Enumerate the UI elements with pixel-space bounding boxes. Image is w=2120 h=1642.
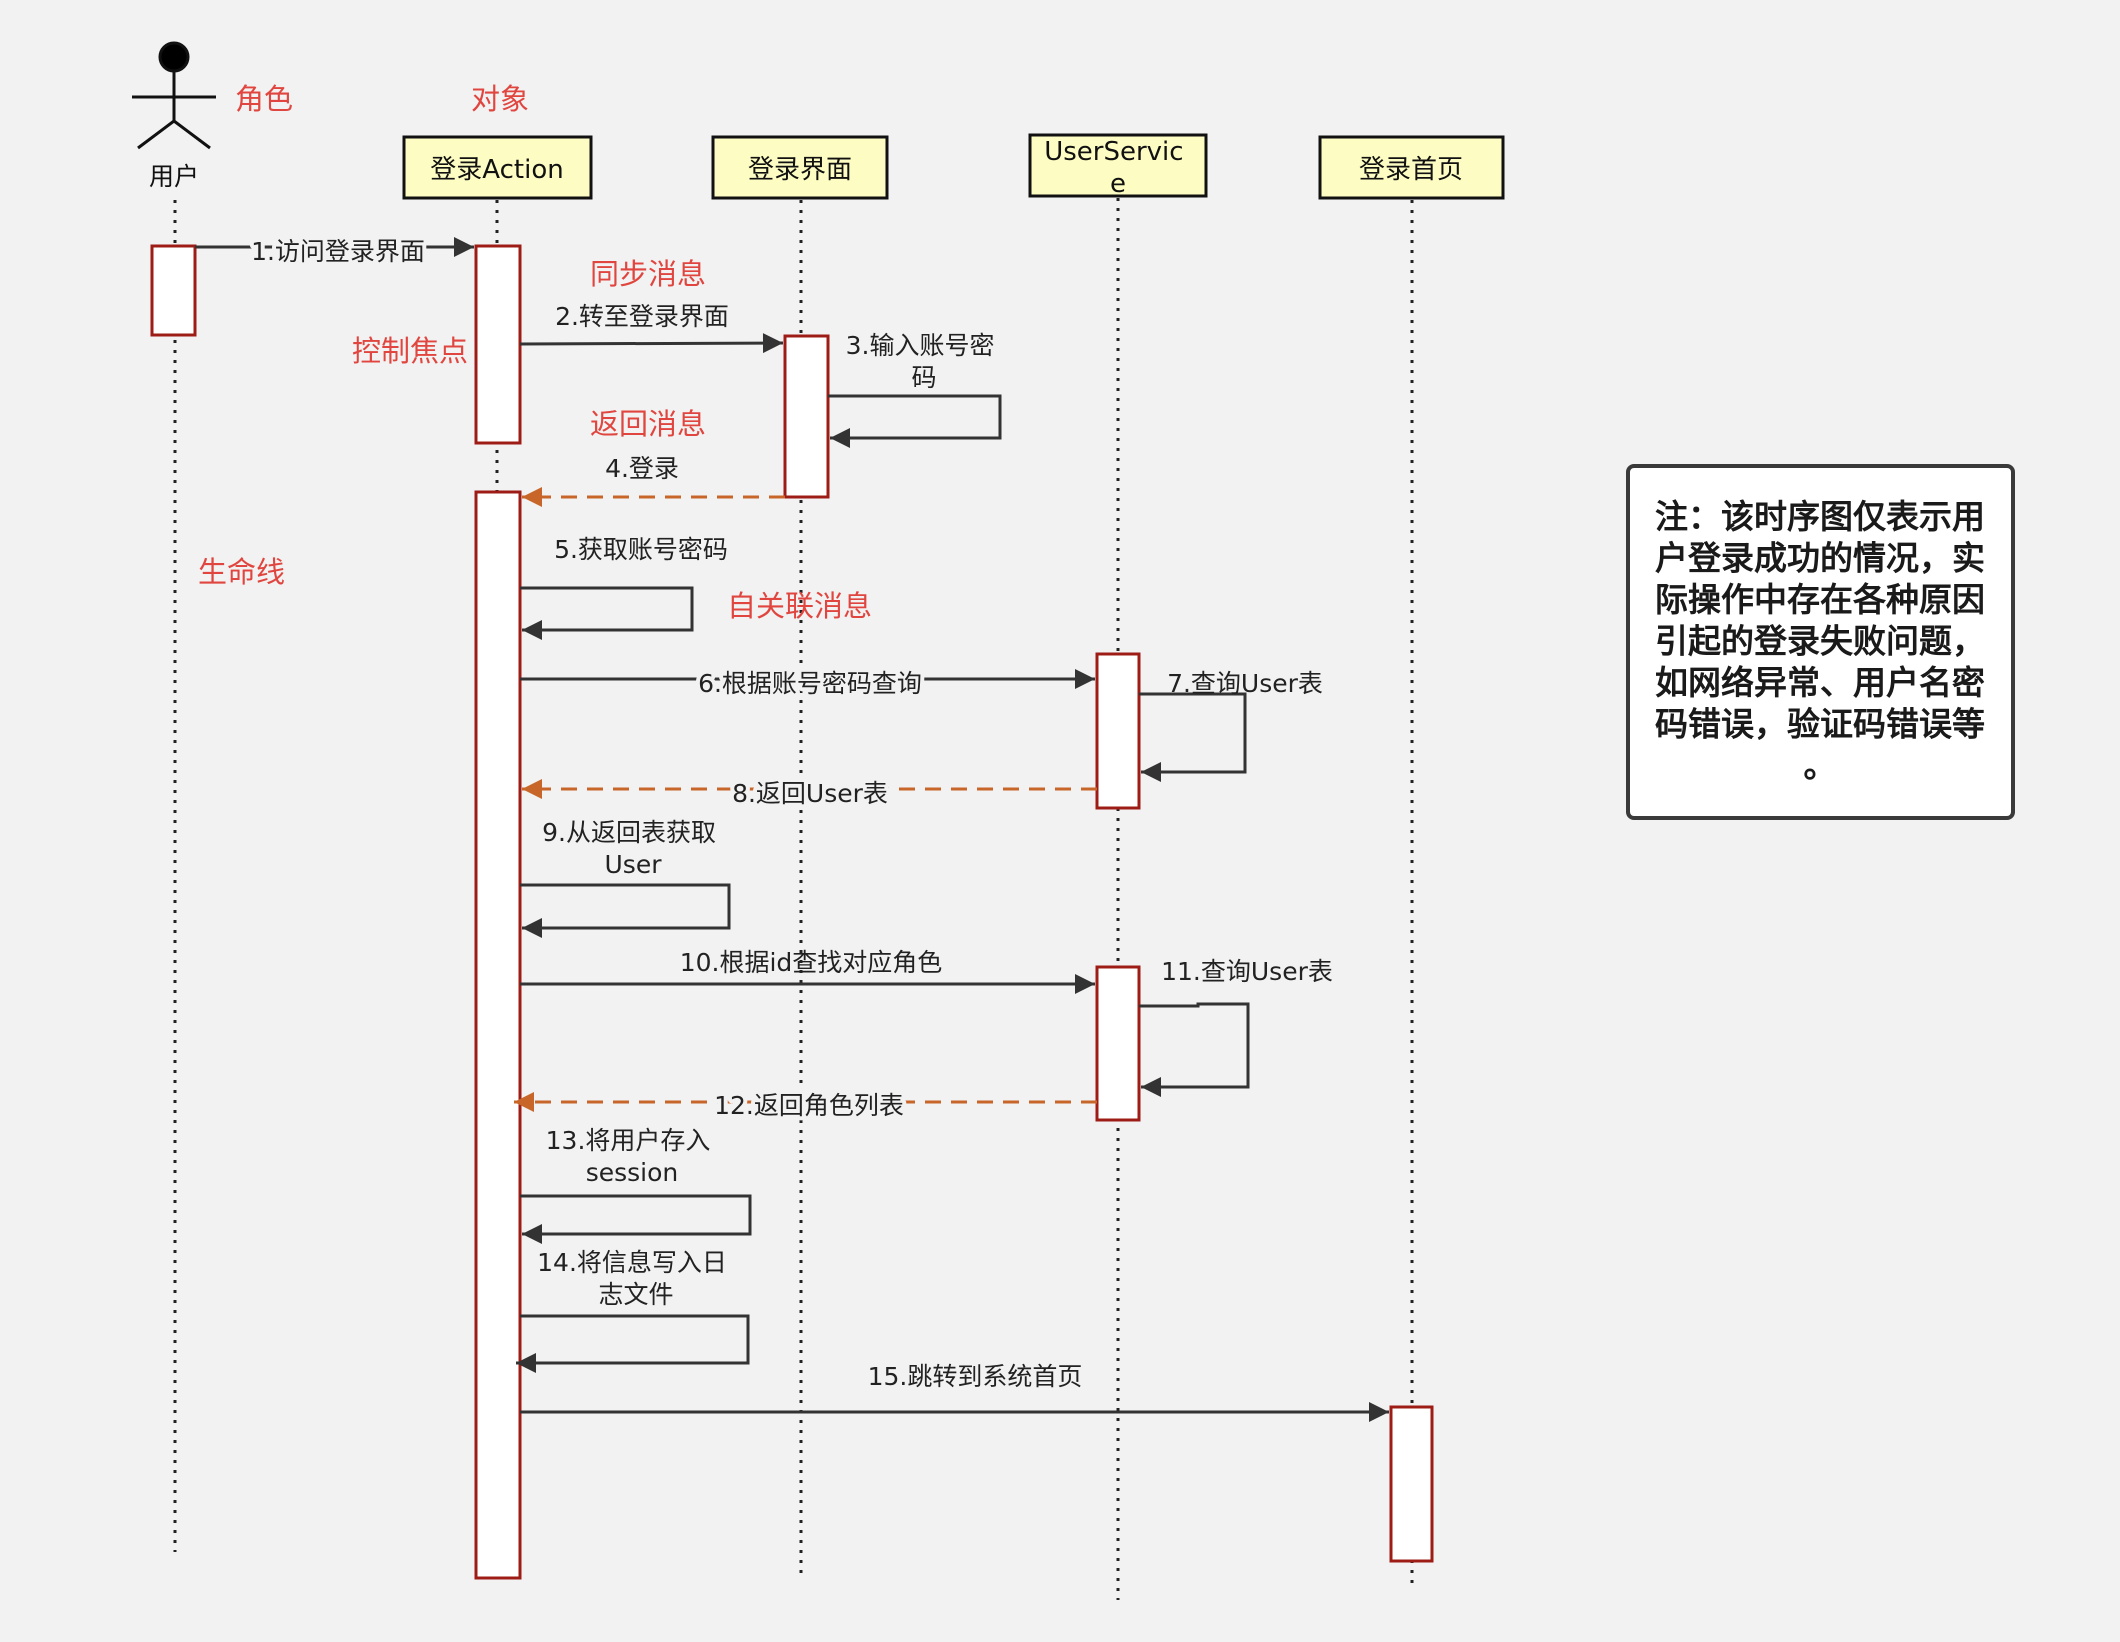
object-login-action: 登录Action [402,135,593,200]
msg-11-arrow [1139,1002,1250,1097]
svg-text:登录首页: 登录首页 [1359,155,1463,185]
msg-15-label: 15.跳转到系统首页 [868,1362,1083,1391]
actor-head-icon [158,41,190,73]
lifelines [173,198,1414,1600]
note-box: 注：该时序图仅表示用户登录成功的情况，实际操作中存在各种原因引起的登录失败问题，… [1626,464,2015,820]
activation-service-2 [1095,965,1141,1122]
msg-3-label: 3.输入账号密 码 [846,331,1003,392]
message-labels: 1.访问登录界面 2.转至登录界面 3.输入账号密 码 4.登录 5.获取账号密… [247,233,1333,1391]
note-text: 注：该时序图仅表示用户登录成功的情况，实际操作中存在各种原因引起的登录失败问题，… [1655,497,1985,785]
msg-14-arrow [516,1314,750,1373]
message-arrows [195,237,1389,1422]
annotation-self-msg: 自关联消息 [727,589,872,623]
msg-13-arrow [520,1194,752,1244]
msg-14-label: 14.将信息写入日 志文件 [537,1248,735,1309]
msg-8-label: 8.返回User表 [732,779,888,808]
annotation-lifeline: 生命线 [198,555,285,589]
note-line: 。 [1804,746,1837,785]
object-login-ui: 登录界面 [711,135,889,200]
note-line: 际操作中存在各种原因 [1655,580,1985,619]
object-user-service: UserServic e [1028,133,1208,199]
msg-7-arrow [1139,692,1247,782]
actor-user [132,41,216,150]
object-home-page: 登录首页 [1318,135,1505,200]
svg-text:登录界面: 登录界面 [748,155,852,185]
msg-1-label: 1.访问登录界面 [251,237,425,266]
annotation-return-msg: 返回消息 [590,407,706,441]
msg-9-label: 9.从返回表获取 User [542,818,724,879]
annotation-object: 对象 [471,82,529,116]
msg-7-label: 7.查询User表 [1167,669,1323,698]
msg-3-arrow [828,394,1002,448]
msg-6-label: 6.根据账号密码查询 [698,669,922,698]
svg-text:登录Action: 登录Action [430,155,563,185]
msg-11-label: 11.查询User表 [1161,957,1333,986]
note-line: 引起的登录失败问题， [1655,622,1985,661]
activation-action-2 [474,490,522,1580]
annotation-role: 角色 [235,82,293,116]
activations [150,244,1434,1580]
note-line: 户登录成功的情况，实 [1655,539,1985,578]
activation-ui [783,334,830,499]
actor-label: 用户 [149,162,199,191]
msg-2-arrow [519,333,784,354]
activation-action-1 [474,244,522,445]
annotations: 角色 对象 同步消息 控制焦点 返回消息 生命线 自关联消息 [198,82,872,623]
note-line: 注：该时序图仅表示用 [1655,497,1985,536]
object-user-service-label: UserServic e [1044,137,1192,199]
msg-13-label: 13.将用户存入 session [546,1126,719,1187]
msg-2-label: 2.转至登录界面 [555,302,729,331]
annotation-focus: 控制焦点 [352,334,468,368]
msg-4-label: 4.登录 [605,454,679,483]
activation-user [150,244,197,337]
msg-5-arrow [520,586,694,640]
msg-12-label: 12.返回角色列表 [714,1091,904,1120]
msg-9-arrow [520,883,731,938]
msg-10-label: 10.根据id查找对应角色 [680,948,943,977]
msg-5-label: 5.获取账号密码 [554,535,728,564]
activation-home [1389,1405,1434,1563]
note-line: 如网络异常、用户名密 [1655,663,1985,702]
note-line: 码错误，验证码错误等 [1655,705,1985,744]
annotation-sync-msg: 同步消息 [590,257,706,291]
activation-service-1 [1095,652,1141,810]
